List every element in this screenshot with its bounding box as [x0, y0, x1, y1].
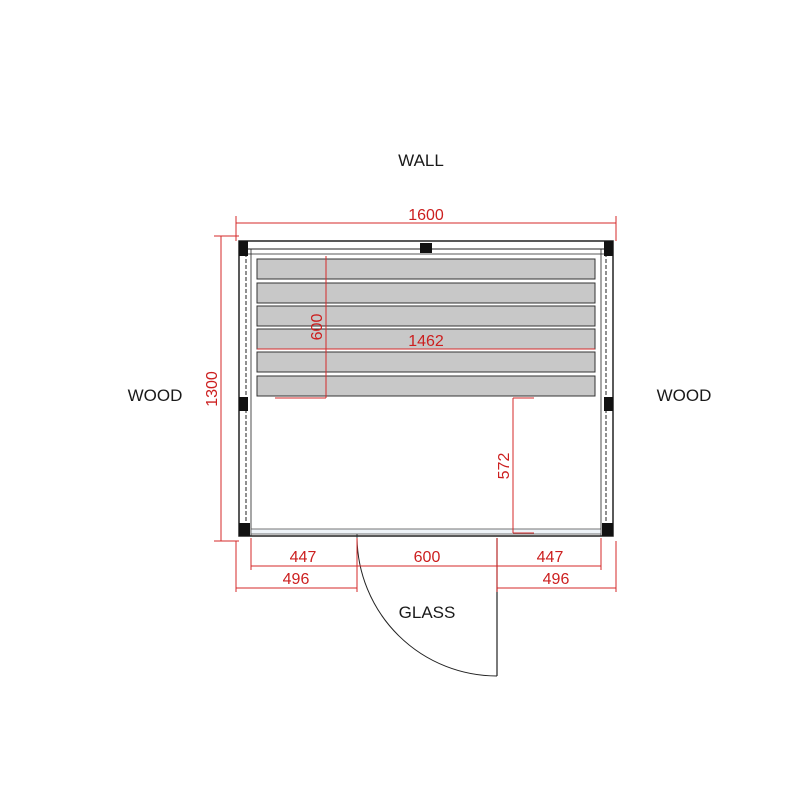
wood-left-label: WOOD [128, 386, 183, 405]
dim-bench-length: 1462 [257, 333, 595, 350]
dim-clear-space-label: 572 [496, 453, 513, 480]
glass-label: GLASS [399, 603, 456, 622]
bench [256, 258, 596, 397]
corner-post [239, 241, 248, 256]
dim-inner-row: 447 600 447 [250, 538, 602, 570]
wall-post [420, 243, 432, 253]
dim-outer-left-label: 496 [283, 571, 310, 588]
dim-overall-width-label: 1600 [408, 207, 444, 224]
cabin-outline [238, 240, 614, 537]
dim-bench-depth-label: 600 [309, 314, 326, 341]
wood-right-label: WOOD [657, 386, 712, 405]
corner-post [239, 523, 250, 536]
dim-outer-row: 496 496 [235, 541, 617, 592]
dim-bench-depth: 600 [309, 256, 327, 398]
dim-clear-space: 572 [275, 397, 534, 534]
side-post [604, 397, 613, 411]
dim-inner-left-label: 447 [290, 549, 317, 566]
dim-overall-depth-label: 1300 [204, 371, 221, 407]
corner-post [604, 241, 613, 256]
wall-label: WALL [398, 151, 444, 170]
corner-post [602, 523, 613, 536]
dim-outer-right-label: 496 [543, 571, 570, 588]
dim-overall-depth: 1300 [204, 235, 239, 542]
dim-overall-width: 1600 [235, 207, 617, 241]
dim-bench-length-label: 1462 [408, 333, 444, 350]
dim-inner-right-label: 447 [537, 549, 564, 566]
side-post [239, 397, 248, 411]
dim-door-width-label: 600 [414, 549, 441, 566]
